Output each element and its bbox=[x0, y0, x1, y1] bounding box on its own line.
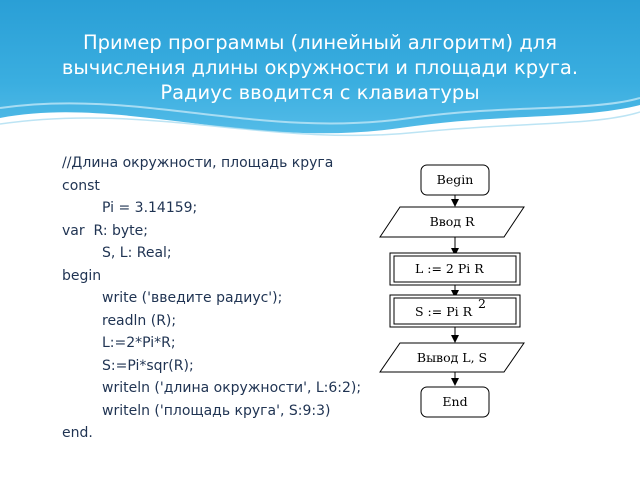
code-line: Pi = 3.14159; bbox=[102, 200, 198, 216]
slide-title: Пример программы (линейный алгоритм) для… bbox=[20, 30, 620, 105]
flowchart: Begin Ввод R L := 2 Pi R S := Pi R 2 Выв… bbox=[379, 164, 525, 418]
flow-calc-s-block: S := Pi R 2 bbox=[389, 294, 521, 328]
code-line: readln (R); bbox=[102, 312, 177, 329]
flow-calc-s-label: S := Pi R bbox=[415, 304, 473, 319]
header-wave-decoration bbox=[0, 97, 640, 150]
title-line: вычисления длины окружности и площади кр… bbox=[61, 56, 579, 79]
flow-begin-label: Begin bbox=[437, 172, 474, 187]
flow-calc-l-label: L := 2 Pi R bbox=[415, 261, 484, 276]
flow-output-block: Вывод L, S bbox=[379, 342, 525, 373]
code-line: writeln ('длина окружности', L:6:2); bbox=[102, 380, 362, 396]
flow-end-block: End bbox=[420, 386, 490, 418]
flow-calc-l-block: L := 2 Pi R bbox=[389, 252, 521, 286]
title-line: Пример программы (линейный алгоритм) для bbox=[82, 31, 558, 54]
code-line: const bbox=[62, 177, 100, 194]
code-line: end. bbox=[62, 425, 93, 441]
title-line: Радиус вводится с клавиатуры bbox=[160, 81, 480, 104]
slide-header: Пример программы (линейный алгоритм) для… bbox=[0, 0, 640, 150]
flow-end-label: End bbox=[442, 394, 467, 409]
flow-output-label: Вывод L, S bbox=[417, 350, 487, 365]
code-line: var R: byte; bbox=[62, 222, 148, 239]
code-line: S:=Pi*sqr(R); bbox=[102, 357, 194, 374]
code-line: S, L: Real; bbox=[102, 245, 172, 261]
flow-input-block: Ввод R bbox=[379, 206, 525, 238]
code-line: write ('введите радиус'); bbox=[102, 290, 283, 306]
flow-begin-block: Begin bbox=[420, 164, 490, 196]
code-line: begin bbox=[62, 267, 102, 284]
flow-calc-s-superscript: 2 bbox=[478, 296, 486, 311]
code-line: L:=2*Pi*R; bbox=[102, 335, 176, 351]
code-line: writeln ('площадь круга', S:9:3) bbox=[102, 402, 331, 419]
flow-input-label: Ввод R bbox=[430, 214, 475, 229]
code-line: //Длина окружности, площадь круга bbox=[62, 155, 334, 171]
